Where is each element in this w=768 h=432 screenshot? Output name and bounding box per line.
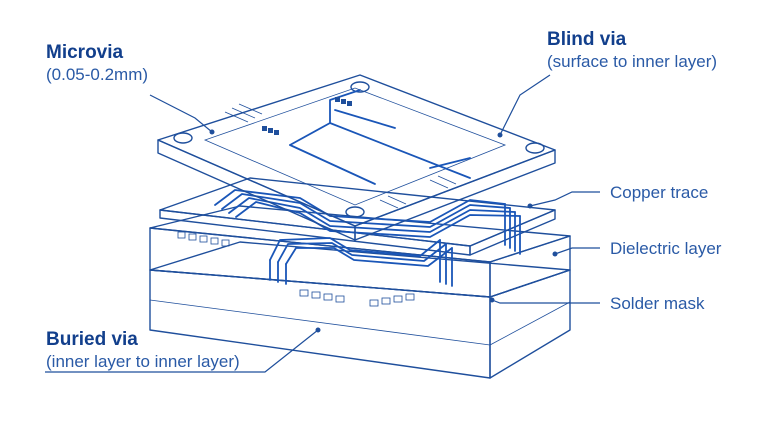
microvia-title: Microvia (46, 42, 124, 63)
buried-via-pads-left (177, 231, 230, 247)
microvia-leader (149, 94, 213, 133)
dielectric-leader (554, 247, 600, 255)
copper-trace-layer (159, 177, 556, 287)
microvia-grid (203, 87, 507, 206)
mounting-hole-front (345, 206, 365, 218)
blind-via-leader (499, 74, 551, 136)
solder-mask-side (489, 269, 571, 379)
surface-traces (289, 89, 471, 185)
mounting-hole-left (173, 132, 193, 144)
edge-fingers (224, 103, 457, 209)
blind-via-detail: (surface to inner layer) (547, 52, 717, 71)
label-blind-via: Blind via (surface to inner layer) (547, 29, 717, 71)
dielectric-side (489, 235, 571, 298)
buried-via-title: Buried via (46, 329, 138, 350)
label-solder-mask: Solder mask (610, 294, 705, 313)
top-board (157, 74, 556, 241)
solder-mask-title: Solder mask (610, 294, 705, 313)
label-copper-trace: Copper trace (610, 183, 708, 202)
blind-via-title: Blind via (547, 29, 627, 50)
copper-traces (214, 189, 521, 287)
dielectric-layer-title: Dielectric layer (610, 239, 722, 258)
dielectric-layer-block (149, 205, 571, 307)
microvia-detail: (0.05-0.2mm) (46, 65, 148, 84)
copper-trace-title: Copper trace (610, 183, 708, 202)
buried-via-leader (45, 329, 319, 373)
leader-lines (45, 74, 600, 373)
copper-trace-leader (529, 191, 600, 207)
label-buried-via: Buried via (inner layer to inner layer) (46, 329, 240, 371)
mounting-hole-top (350, 81, 370, 93)
mounting-hole-right (525, 142, 545, 154)
buried-via-pads-front (299, 289, 415, 307)
label-dielectric-layer: Dielectric layer (610, 239, 722, 258)
solder-mask-leader (491, 299, 600, 304)
surface-pads (262, 97, 352, 135)
buried-via-detail: (inner layer to inner layer) (46, 352, 240, 371)
label-microvia: Microvia (0.05-0.2mm) (46, 42, 148, 84)
